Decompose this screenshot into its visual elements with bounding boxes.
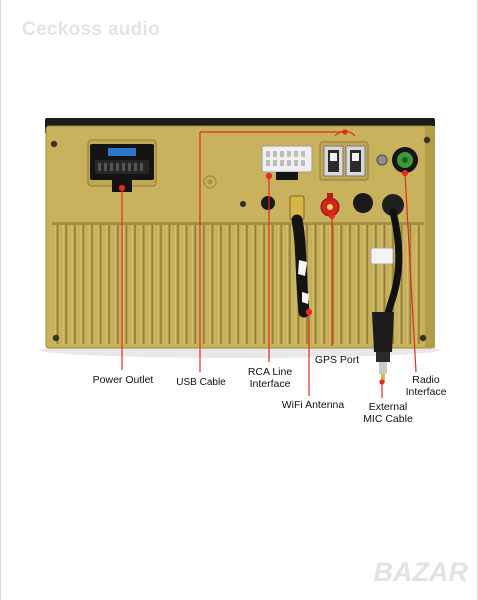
label-gps-port: GPS Port [314, 354, 360, 366]
label-usb-cable: USB Cable [176, 377, 226, 388]
label-rca-interface: Interface [249, 378, 291, 390]
hole [353, 193, 373, 213]
label-mic-external: External [368, 401, 408, 413]
hole [261, 196, 275, 210]
label-rca-line: RCA Line [247, 366, 293, 378]
radio-antenna-socket [392, 147, 418, 173]
callout-lines [118, 129, 417, 398]
label-radio-interface-line2: Interface [405, 386, 447, 398]
label-power-outlet: Power Outlet [92, 374, 154, 386]
wifi-antenna [289, 195, 310, 318]
rca-line-connector [261, 145, 313, 180]
label-wifi-antenna: WiFi Antenna [281, 399, 345, 411]
hole [240, 201, 246, 207]
gps-port-connector [320, 193, 340, 217]
external-mic-cable [370, 194, 404, 382]
label-rca-line-interface: RCA Line Interface [240, 366, 300, 390]
label-radio-interface: Radio Interface [396, 374, 456, 398]
brand-logo: BAZAR [373, 557, 469, 587]
power-outlet-connector [87, 139, 157, 192]
label-external-mic-cable: External MIC Cable [356, 401, 420, 425]
label-radio: Radio [412, 374, 440, 386]
usb-ports [319, 141, 369, 181]
label-mic-cable: MIC Cable [363, 413, 413, 425]
reset-button [376, 154, 388, 166]
watermark-text: Ceckoss audio [22, 19, 161, 40]
